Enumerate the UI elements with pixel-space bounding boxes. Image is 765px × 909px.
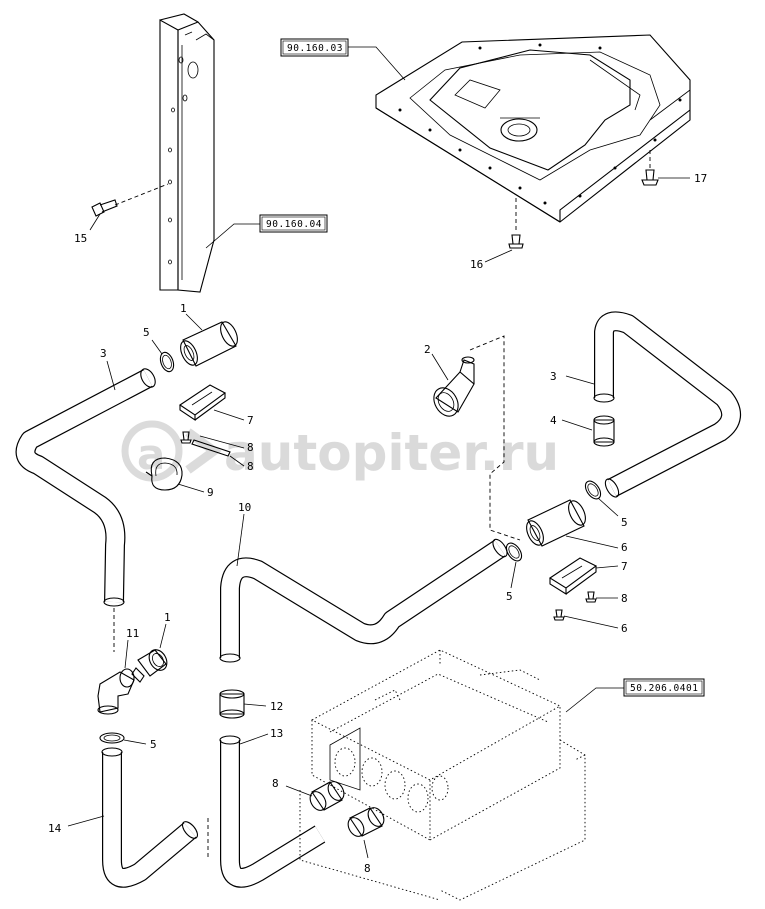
svg-text:90.160.04: 90.160.04 [266,219,322,230]
hose-part-10 [219,538,508,663]
svg-text:6: 6 [621,541,628,554]
clamp-part-5-right [584,480,602,500]
sleeve-part-12 [219,689,245,719]
clamp-part-5-lower [99,732,125,744]
callout-8-right-b: 6 [563,615,628,635]
elbow-part-11 [97,668,135,715]
callout-9: 9 [177,483,214,499]
sleeve-part-4 [593,415,615,447]
clip-part-9 [145,457,183,491]
callout-17: 17 [658,172,707,185]
screw-part-15 [91,199,118,217]
svg-text:12: 12 [270,700,283,713]
screw-part-16 [508,234,524,249]
sleeve-part-8-upper [309,781,345,811]
hose-part-13 [219,735,326,888]
hose-part-14 [101,747,199,888]
svg-text:17: 17 [694,172,707,185]
svg-text:2: 2 [424,343,431,356]
svg-text:3: 3 [550,370,557,383]
svg-text:3: 3 [100,347,107,360]
callout-1-bottom: 1 [159,611,171,649]
callout-3-right: 3 [550,370,595,385]
callout-11: 11 [124,627,139,669]
svg-text:16: 16 [470,258,483,271]
callout-6: 6 [565,535,628,554]
svg-text:15: 15 [74,232,87,245]
svg-text:1: 1 [164,611,171,624]
reference-box-pillar: 90.160.04 [205,214,328,249]
callout-14: 14 [48,815,105,835]
svg-text:11: 11 [126,627,139,640]
svg-text:10: 10 [238,501,251,514]
svg-text:13: 13 [270,727,283,740]
svg-text:8: 8 [621,592,628,605]
coupling-part-1-bottom [131,649,168,683]
svg-text:6: 6 [621,622,628,635]
callout-10: 10 [236,501,251,567]
callout-8-right-a: 8 [596,592,628,605]
svg-text:9: 9 [207,486,214,499]
svg-text:8: 8 [247,441,254,454]
callout-4: 4 [550,414,593,431]
screw-part-8-right [553,591,597,621]
svg-text:8: 8 [364,862,371,875]
callout-3-left: 3 [100,347,116,391]
reference-box-heater: 50.206.0401 [565,678,705,713]
svg-text:5: 5 [621,516,628,529]
watermark-text: autopiter.ru [224,424,559,482]
clamp-part-5-center [505,542,523,562]
bracket-part-7-right [548,557,598,595]
callout-16: 16 [470,249,513,271]
callout-5-lower: 5 [123,738,157,751]
svg-text:7: 7 [247,414,254,427]
hose-part-3-left [15,368,156,607]
svg-text:14: 14 [48,822,62,835]
svg-text:8: 8 [272,777,279,790]
svg-text:7: 7 [621,560,628,573]
callout-8-left-a: 8 [199,435,254,454]
bracket-part-7-left [179,384,227,422]
callout-12: 12 [243,700,283,713]
leader-dashed-right [469,335,521,541]
callout-13: 13 [239,727,283,745]
callout-7-right: 7 [595,560,628,573]
svg-text:90.160.03: 90.160.03 [287,43,343,54]
svg-text:5: 5 [150,738,157,751]
callout-8-left-b: 8 [229,455,254,473]
callout-5-right: 5 [597,497,628,529]
roof-panel [375,34,691,230]
nozzle-part-2 [433,356,475,417]
svg-text:1: 1 [180,302,187,315]
heater-unit [299,649,586,901]
screw-part-8-left [180,431,231,457]
sleeve-part-8-lower [347,807,385,837]
cab-pillar [114,13,215,293]
callout-15: 15 [74,213,101,245]
coupling-part-6 [526,499,586,547]
svg-text:50.206.0401: 50.206.0401 [630,683,698,694]
svg-text:8: 8 [247,460,254,473]
callout-5-center: 5 [506,561,517,603]
svg-text:5: 5 [506,590,513,603]
reference-box-roof: 90.160.03 [280,38,406,81]
svg-text:5: 5 [143,326,150,339]
callout-5-left: 5 [143,326,163,355]
callout-1-top: 1 [180,302,203,331]
svg-text:4: 4 [550,414,557,427]
hose-part-3-right [593,311,741,498]
watermark: a autopiter.ru [121,420,559,482]
callout-2: 2 [424,343,449,381]
callout-8-heater-b: 8 [363,839,371,875]
clamp-part-5-left [159,351,175,373]
screw-part-17 [641,169,659,186]
callout-8-heater-a: 8 [272,777,313,797]
coupling-part-1-top [180,321,238,367]
callout-7-left: 7 [213,409,254,427]
